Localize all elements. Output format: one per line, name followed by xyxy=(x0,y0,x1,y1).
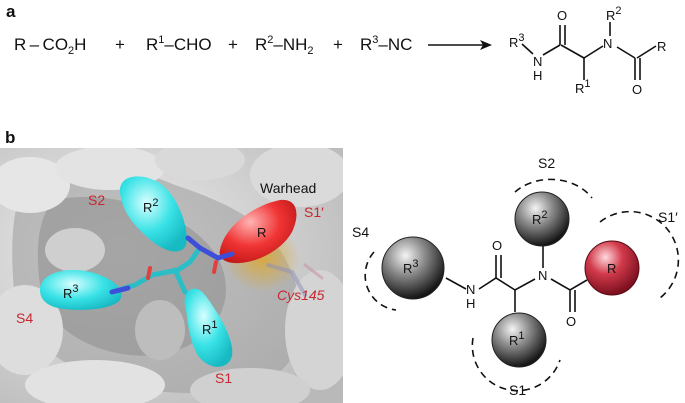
right-n-label: N xyxy=(538,268,547,283)
r2-ball xyxy=(514,191,570,247)
right-nh-h: H xyxy=(466,296,475,311)
s4-pocket-arc xyxy=(364,251,397,311)
ligand-lobes xyxy=(40,176,297,367)
product-r2: R2 xyxy=(606,5,622,23)
right-s2-label: S2 xyxy=(538,155,555,171)
r2-lobe xyxy=(119,176,187,252)
left-s1prime-label: S1′ xyxy=(304,204,324,220)
left-r-label: R xyxy=(257,225,266,240)
product-nh-h: H xyxy=(533,68,542,83)
ugi-product-structure: R3 N H O R1 N R2 O R xyxy=(509,5,666,97)
panel-b-label: b xyxy=(5,128,15,147)
r-ball xyxy=(584,240,640,296)
schematic-diagram xyxy=(364,178,680,392)
left-r2-label: R2 xyxy=(143,197,159,215)
plus-sign-2: + xyxy=(228,35,238,54)
r1-ball xyxy=(491,312,547,368)
right-r3-label: R3 xyxy=(403,258,419,276)
ligand-sticks xyxy=(109,235,235,295)
right-s1-label: S1 xyxy=(509,382,526,398)
r1-lobe xyxy=(184,288,233,367)
r3-lobe xyxy=(40,270,122,310)
left-s1-label: S1 xyxy=(215,370,232,386)
right-o-left: O xyxy=(492,238,502,253)
isocyanide: R3–NC xyxy=(360,34,412,54)
right-nh-n: N xyxy=(466,282,475,297)
amine: R2–NH2 xyxy=(255,34,314,57)
right-s1prime-label: S1′ xyxy=(658,209,678,225)
product-r: R xyxy=(657,39,666,54)
reaction-reactants: R – CO2H + R1–CHO + R2–NH2 + R3–NC xyxy=(14,34,412,57)
right-o-right: O xyxy=(566,314,576,329)
plus-sign-1: + xyxy=(115,35,125,54)
left-s4-label: S4 xyxy=(16,310,33,326)
plus-sign-3: + xyxy=(333,35,343,54)
right-r2-label: R2 xyxy=(532,209,548,227)
product-n-center: N xyxy=(603,36,612,51)
warhead-label: Warhead xyxy=(260,180,316,196)
left-r1-label: R1 xyxy=(202,319,218,337)
r3-ball xyxy=(381,236,445,300)
reaction-arrow xyxy=(428,40,492,50)
protein-surface-render xyxy=(0,148,343,403)
product-r1: R1 xyxy=(575,78,591,96)
right-s4-label: S4 xyxy=(352,224,369,240)
s1prime-pocket-arc xyxy=(599,210,680,299)
product-o-right: O xyxy=(632,82,642,97)
s2-pocket-arc xyxy=(514,178,593,199)
panel-a-label: a xyxy=(6,2,16,21)
carboxylic-acid: R – CO2H xyxy=(14,35,86,57)
aldehyde: R1–CHO xyxy=(146,34,212,54)
product-o-top: O xyxy=(557,8,567,23)
product-nh-n: N xyxy=(533,54,542,69)
left-s2-label: S2 xyxy=(88,192,105,208)
r-warhead-lobe xyxy=(219,199,297,264)
left-r3-label: R3 xyxy=(63,283,79,301)
s1-pocket-arc xyxy=(471,337,561,392)
product-r3: R3 xyxy=(509,32,525,50)
right-r1-label: R1 xyxy=(509,330,525,348)
cys145-label: Cys145 xyxy=(277,287,325,303)
right-r-label: R xyxy=(607,261,616,276)
